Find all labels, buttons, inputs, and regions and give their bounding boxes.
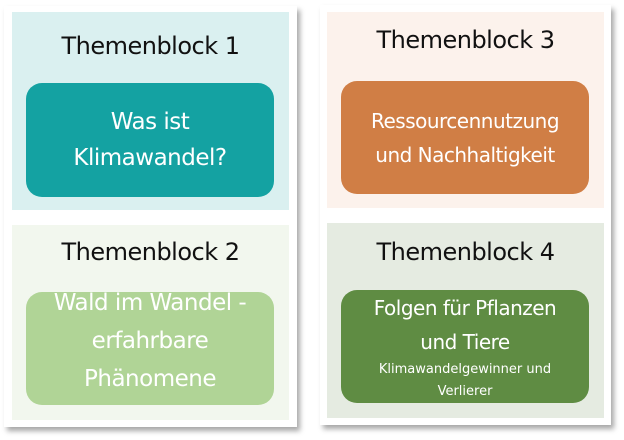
box-line: Ressourcennutzung xyxy=(370,108,560,133)
box-line: Wald im Wandel - xyxy=(53,290,247,316)
box-line: Klimawandel? xyxy=(73,145,227,171)
themenblock-3-title: Themenblock 3 xyxy=(376,26,555,54)
box-line: Folgen für Pflanzen xyxy=(373,295,557,320)
box-subline: Klimawandelgewinner und xyxy=(378,361,552,377)
themenblock-2-panel: Themenblock 2 Wald im Wandel - erfahrbar… xyxy=(12,225,289,420)
box-line: erfahrbare xyxy=(91,328,209,354)
themenblock-3-panel: Themenblock 3 Ressourcennutzung und Nach… xyxy=(327,12,604,208)
themenblock-2-title: Themenblock 2 xyxy=(61,238,240,266)
themenblock-3-button[interactable]: Ressourcennutzung und Nachhaltigkeit xyxy=(341,81,589,194)
themenblock-1-title: Themenblock 1 xyxy=(61,32,240,60)
box-line: Phänomene xyxy=(84,366,216,392)
themenblock-4-button[interactable]: Folgen für Pflanzen und Tiere Klimawande… xyxy=(341,290,589,403)
box-line: Was ist xyxy=(110,109,190,135)
themenblock-4-panel: Themenblock 4 Folgen für Pflanzen und Ti… xyxy=(327,223,604,418)
themenblock-1-panel: Themenblock 1 Was ist Klimawandel? xyxy=(12,12,289,210)
themenblock-4-title: Themenblock 4 xyxy=(376,238,555,266)
box-line: und Nachhaltigkeit xyxy=(375,142,555,167)
themenblock-1-button[interactable]: Was ist Klimawandel? xyxy=(26,83,274,197)
box-line: und Tiere xyxy=(420,329,510,354)
box-subline: Verlierer xyxy=(437,383,493,399)
themenblock-2-button[interactable]: Wald im Wandel - erfahrbare Phänomene xyxy=(26,290,274,405)
